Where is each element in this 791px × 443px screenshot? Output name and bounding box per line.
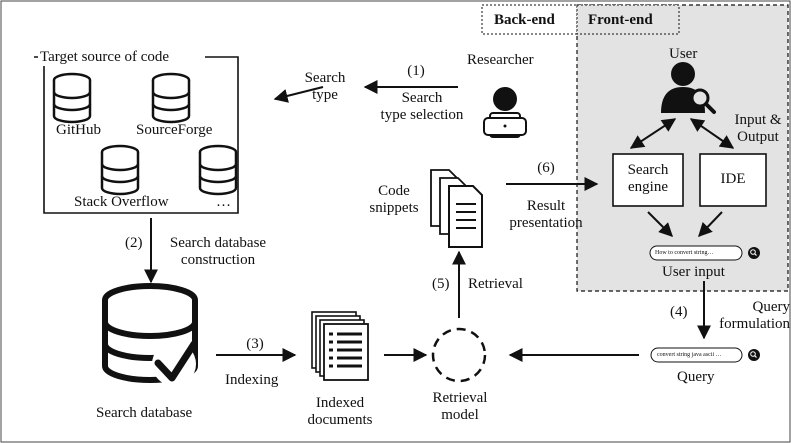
source-box-title: Target source of code: [38, 49, 172, 66]
search-database-icon: [102, 283, 198, 386]
step-4-number: (4): [670, 304, 688, 320]
retrieval-model-icon: [431, 327, 487, 383]
step-4-text: Query formulation: [719, 299, 790, 332]
other-db-icon: [198, 144, 238, 196]
ide-box: [699, 153, 767, 207]
step-6-text: Result presentation: [509, 198, 583, 231]
user-input-label: User input: [662, 264, 725, 280]
backend-tab-label: Back-end: [494, 12, 555, 28]
indexed-documents-label: Indexed documents: [307, 395, 373, 428]
step-1-number: (1): [407, 63, 425, 79]
backend-tab-box: [481, 4, 578, 35]
arrow-user-searchengine: [629, 118, 677, 149]
source-stackoverflow: Stack Overflow: [74, 194, 169, 210]
user-input-field: [649, 245, 743, 261]
arrow-type-to-source: [273, 86, 324, 103]
arrow-ide-to-input: [698, 211, 723, 238]
step-2-number: (2): [125, 235, 143, 251]
query-search-button: [748, 349, 760, 361]
step-1-text: Search type selection: [380, 90, 464, 123]
user-input-text: How to convert string…: [655, 250, 714, 256]
query-text: convert string java ascii …: [657, 352, 722, 358]
user-icon: [661, 62, 716, 114]
indexed-documents-icon: [311, 311, 369, 381]
github-db-icon: [52, 72, 92, 124]
source-github: GitHub: [56, 122, 101, 138]
step-2-text: Search database construction: [169, 235, 267, 268]
frontend-tab-box: [576, 4, 680, 35]
user-input-search-button: [748, 247, 760, 259]
query-label: Query: [677, 369, 715, 385]
step-6-number: (6): [537, 160, 555, 176]
query-field: [650, 347, 743, 363]
step-5-text: Retrieval: [468, 276, 523, 292]
arrow-searchengine-to-input: [647, 211, 673, 237]
search-engine-box: [612, 153, 684, 207]
code-snippets-label: Code snippets: [369, 183, 419, 216]
input-output-label: Input & Output: [734, 112, 782, 145]
ide-label: IDE: [720, 171, 746, 187]
retrieval-model-label: Retrieval model: [432, 390, 488, 423]
step-3-text: Indexing: [225, 372, 279, 388]
sourceforge-db-icon: [151, 72, 191, 124]
search-engine-label: Search engine: [627, 162, 669, 195]
frontend-panel: [576, 4, 789, 292]
frontend-tab-label: Front-end: [588, 12, 653, 28]
arrow-user-ide: [689, 118, 735, 149]
stackoverflow-db-icon: [100, 144, 140, 196]
researcher-label: Researcher: [467, 52, 534, 68]
source-sourceforge: SourceForge: [136, 122, 213, 138]
code-snippets-icon: [430, 169, 483, 248]
search-database-label: Search database: [96, 405, 193, 421]
checkmark-icon: [154, 340, 198, 382]
researcher-icon: [483, 87, 527, 138]
step-3-number: (3): [246, 336, 264, 352]
search-type-label: Search type: [304, 70, 346, 103]
source-other: …: [216, 194, 231, 210]
step-5-number: (5): [432, 276, 450, 292]
user-label: User: [669, 46, 698, 62]
